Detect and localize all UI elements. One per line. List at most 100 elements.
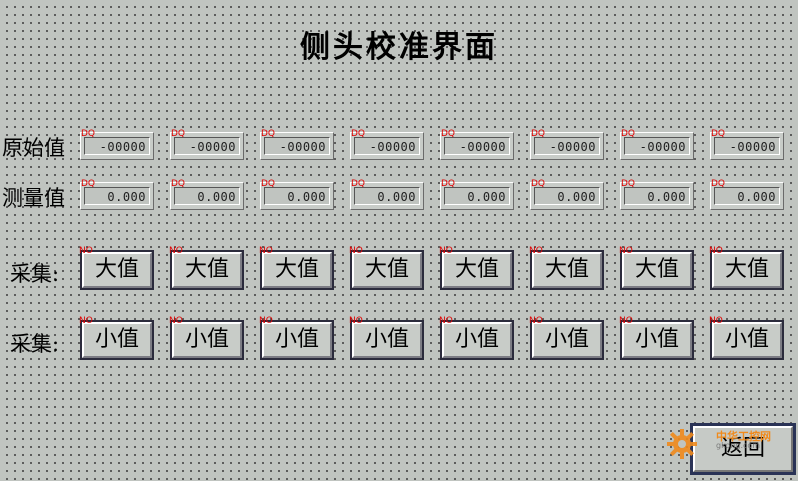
page-title: 侧头校准界面 (300, 30, 498, 65)
collect-max-button-label: 大值 (442, 252, 512, 288)
collect-max-button-label: 大值 (82, 252, 152, 288)
back-button[interactable]: 返回 (690, 423, 796, 475)
raw-value: -00000 (459, 140, 506, 154)
no-tag: NO (259, 246, 273, 256)
collect-min-button-label: 小值 (532, 322, 602, 358)
raw-value: -00000 (639, 140, 686, 154)
dq-tag: DQ (531, 179, 546, 189)
collect-max-button-label: 大值 (352, 252, 422, 288)
no-tag: NO (349, 316, 363, 326)
field-inset: -00000 (264, 137, 330, 155)
measured-value: 0.000 (557, 190, 596, 204)
collect-max-button-label: 大值 (172, 252, 242, 288)
dq-tag: DQ (171, 179, 186, 189)
no-tag: NO (439, 316, 453, 326)
field-inset: -00000 (354, 137, 420, 155)
measured-value: 0.000 (377, 190, 416, 204)
raw-value: -00000 (729, 140, 776, 154)
collect-max-button-label: 大值 (622, 252, 692, 288)
collect-min-button-label: 小值 (352, 322, 422, 358)
no-tag: NO (79, 246, 93, 256)
dq-tag: DQ (261, 179, 276, 189)
dq-tag: DQ (711, 129, 726, 139)
measured-value-field: 0.000 DQ (530, 179, 604, 210)
field-inset: 0.000 (624, 187, 690, 205)
no-tag: NO (79, 316, 93, 326)
field-inset: -00000 (714, 137, 780, 155)
field-inset: -00000 (534, 137, 600, 155)
no-tag: NO (259, 316, 273, 326)
raw-value-label: 原始值 (2, 136, 65, 160)
field-inset: 0.000 (534, 187, 600, 205)
measured-value-field: 0.000 DQ (350, 179, 424, 210)
no-tag: NO (529, 246, 543, 256)
collect-min-button-label: 小值 (442, 322, 512, 358)
measured-value: 0.000 (287, 190, 326, 204)
collect-max-button-label: 大值 (262, 252, 332, 288)
field-inset: 0.000 (84, 187, 150, 205)
field-inset: -00000 (444, 137, 510, 155)
field-inset: 0.000 (714, 187, 780, 205)
dq-tag: DQ (621, 129, 636, 139)
dq-tag: DQ (531, 129, 546, 139)
dq-tag: DQ (441, 129, 456, 139)
field-inset: -00000 (174, 137, 240, 155)
dq-tag: DQ (261, 129, 276, 139)
dq-tag: DQ (621, 179, 636, 189)
no-tag: NO (349, 246, 363, 256)
raw-value: -00000 (99, 140, 146, 154)
gear-icon (667, 429, 697, 459)
raw-value: -00000 (369, 140, 416, 154)
field-inset: 0.000 (264, 187, 330, 205)
measured-value: 0.000 (107, 190, 146, 204)
dq-tag: DQ (81, 129, 96, 139)
field-inset: -00000 (84, 137, 150, 155)
no-tag: NO (169, 246, 183, 256)
watermark-text: 中华工控网 (716, 430, 771, 443)
dq-tag: DQ (351, 179, 366, 189)
field-inset: -00000 (624, 137, 690, 155)
no-tag: NO (619, 246, 633, 256)
measured-value-field: 0.000 DQ (260, 179, 334, 210)
raw-value: -00000 (189, 140, 236, 154)
dq-tag: DQ (711, 179, 726, 189)
no-tag: NO (169, 316, 183, 326)
collect-min-button-label: 小值 (82, 322, 152, 358)
collect-min-button-label: 小值 (712, 322, 782, 358)
collect-max-button-label: 大值 (712, 252, 782, 288)
measured-value-label: 测量值 (2, 186, 65, 210)
collect-min-button-label: 小值 (622, 322, 692, 358)
back-button-label: 返回 (693, 426, 793, 472)
no-tag: NO (529, 316, 543, 326)
no-tag: NO (439, 246, 453, 256)
watermark-subtext: gkong.com (716, 441, 761, 450)
